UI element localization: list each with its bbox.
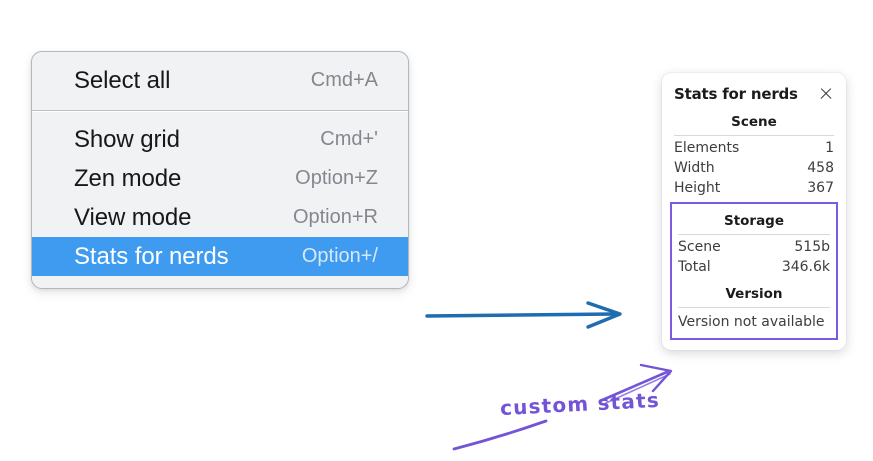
- stats-for-nerds-panel: Stats for nerds Scene Elements 1 Width 4…: [662, 73, 846, 350]
- stats-section-storage: Storage Scene 515b Total 346.6k: [676, 204, 832, 277]
- stats-row-label: Elements: [674, 140, 740, 156]
- section-title-storage: Storage: [723, 213, 785, 229]
- stats-row-value: 346.6k: [781, 259, 830, 275]
- stats-section-version: Version Version not available: [676, 277, 832, 332]
- menu-item-stats-for-nerds[interactable]: Stats for nerds Option+/: [32, 237, 408, 276]
- stats-row-label: Height: [674, 180, 721, 196]
- menu-item-shortcut: Option+R: [292, 206, 378, 228]
- menu-item-view-mode[interactable]: View mode Option+R: [32, 198, 408, 237]
- stats-row-value: 515b: [794, 239, 830, 255]
- menu-item-shortcut: Option+Z: [295, 167, 378, 189]
- stats-row-label: Width: [674, 160, 715, 176]
- menu-item-label: Zen mode: [74, 164, 182, 192]
- section-divider: [678, 307, 830, 308]
- section-divider: [678, 234, 830, 235]
- close-icon[interactable]: [818, 86, 834, 102]
- menu-item-zen-mode[interactable]: Zen mode Option+Z: [32, 159, 408, 198]
- stats-row-width: Width 458: [674, 158, 834, 178]
- menu-item-shortcut: Cmd+': [320, 128, 378, 150]
- menu-item-label: Select all: [74, 66, 171, 94]
- stats-panel-header: Stats for nerds: [672, 81, 836, 105]
- menu-item-label: Show grid: [74, 125, 180, 153]
- section-title-version: Version: [725, 286, 783, 302]
- menu-group-view: Show grid Cmd+' Zen mode Option+Z View m…: [32, 111, 408, 288]
- custom-stats-highlight-box: Storage Scene 515b Total 346.6k Version …: [670, 202, 838, 340]
- stats-row-storage-scene: Scene 515b: [678, 237, 830, 257]
- stats-panel-title: Stats for nerds: [674, 85, 798, 103]
- stats-row-height: Height 367: [674, 178, 834, 198]
- menu-item-shortcut: Cmd+A: [310, 69, 378, 91]
- stats-section-scene: Scene Elements 1 Width 458 Height 367: [672, 105, 836, 198]
- menu-item-label: View mode: [74, 203, 192, 231]
- stats-row-value: 1: [825, 140, 834, 156]
- menu-item-show-grid[interactable]: Show grid Cmd+': [32, 120, 408, 159]
- stats-row-value: 458: [807, 160, 834, 176]
- stats-row-storage-total: Total 346.6k: [678, 257, 830, 277]
- stats-row-label: Total: [678, 259, 711, 275]
- section-title-scene: Scene: [731, 114, 777, 130]
- menu-item-shortcut: Option+/: [301, 245, 378, 267]
- canvas-context-menu: Select all Cmd+A Show grid Cmd+' Zen mod…: [31, 51, 409, 289]
- version-not-available-text: Version not available: [678, 314, 825, 330]
- menu-item-label: Stats for nerds: [74, 242, 229, 270]
- stats-row-label: Scene: [678, 239, 721, 255]
- annotation-underline: [452, 419, 548, 451]
- menu-item-select-all[interactable]: Select all Cmd+A: [32, 61, 408, 100]
- custom-stats-annotation: custom stats: [499, 387, 661, 421]
- blue-arrow-icon: [425, 301, 622, 329]
- stats-row-value: 367: [807, 180, 834, 196]
- section-divider: [674, 135, 834, 136]
- stats-row-elements: Elements 1: [674, 138, 834, 158]
- menu-group-selection: Select all Cmd+A: [32, 52, 408, 111]
